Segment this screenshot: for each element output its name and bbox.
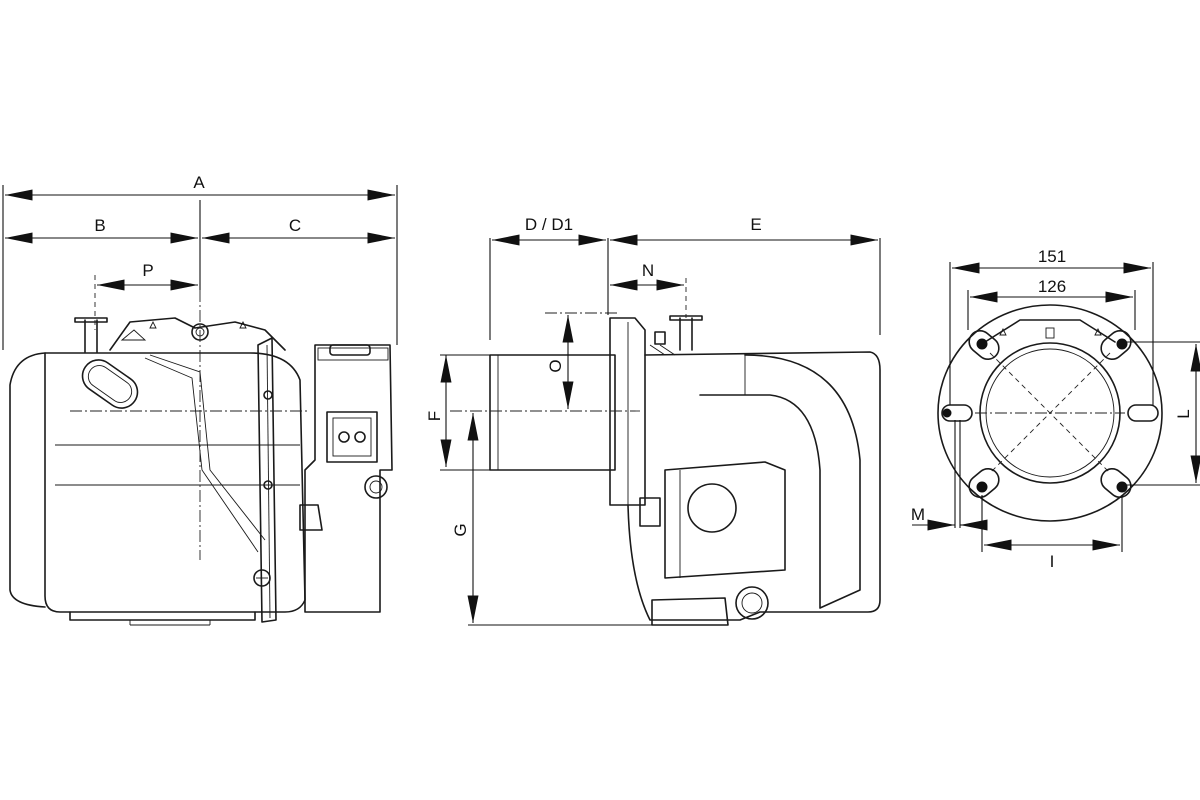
top-pipe [74,317,108,353]
burner-body [627,351,881,621]
side-view [9,290,393,626]
side-knob [299,504,323,531]
dim-label-L: L [1174,409,1193,418]
dim-label-A: A [193,173,205,192]
front-side-view [450,312,881,626]
mounting-flange [609,317,646,506]
dim-label-M: M [911,505,925,524]
housing-body [44,352,306,613]
dim-label-I: I [1050,552,1055,571]
elbow-duct [699,354,861,609]
side-view-dimensions: A B C P [2,173,398,350]
dim-label-N: N [642,261,654,280]
dim-label-G: G [451,523,470,536]
front-side-view-dimensions: D / D1 E N O F G [425,215,881,626]
dim-label-E: E [750,215,761,234]
dim-label-O: O [546,359,565,372]
dim-label-151: 151 [1038,247,1066,266]
mounting-holes [941,329,1159,499]
dim-label-B: B [94,216,105,235]
dim-label-F: F [425,411,444,421]
oval-port [81,359,139,409]
connector-socket [326,411,378,463]
electrical-box [304,344,393,613]
flange-face-view [937,304,1163,522]
dim-label-P: P [142,261,153,280]
flange-face-dimensions: 151 126 L M I [911,247,1200,571]
flange-plate [257,337,277,623]
dim-label-D-D1: D / D1 [525,215,573,234]
top-bracket [109,317,286,351]
housing-front-panel [9,352,46,608]
dim-label-C: C [289,216,301,235]
dim-label-126: 126 [1038,277,1066,296]
flange-outline [937,304,1163,522]
pump-housing [664,461,786,579]
